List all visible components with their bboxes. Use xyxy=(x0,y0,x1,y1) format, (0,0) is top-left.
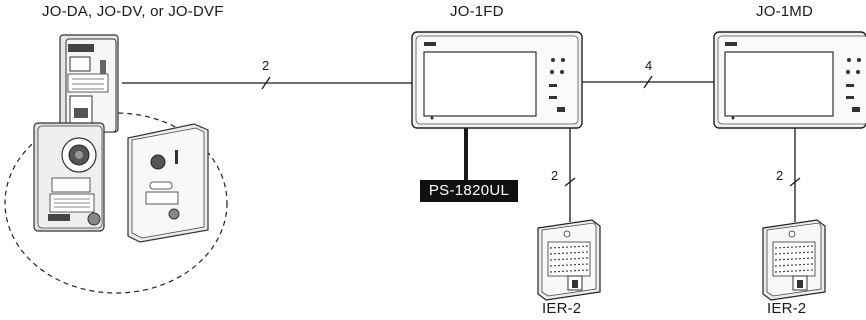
slash-master-to-sub xyxy=(643,75,653,89)
wire-count-door-to-master: 2 xyxy=(262,58,270,73)
speaker-station-icon xyxy=(537,219,601,301)
monitor-icon xyxy=(411,31,583,129)
slash-master-to-ier xyxy=(564,177,576,187)
door-station-round-icon xyxy=(33,122,105,232)
sub-monitor-label: JO-1MD xyxy=(756,3,814,20)
slash-door-to-master xyxy=(261,76,271,90)
door-station-icon xyxy=(59,34,119,133)
wire-count-master-to-ier: 2 xyxy=(551,168,559,183)
wire-count-sub-to-ier: 2 xyxy=(776,168,784,183)
wire-count-master-to-sub: 4 xyxy=(645,58,653,73)
connection-lines xyxy=(122,75,801,222)
alternatives-dashed-ellipse xyxy=(4,112,228,294)
slash-sub-to-ier xyxy=(789,177,801,187)
door-station-flush-icon xyxy=(127,123,209,243)
monitor-icon xyxy=(713,31,866,129)
ier-2-label-2: IER-2 xyxy=(767,300,807,317)
speaker-station-icon xyxy=(762,219,826,301)
door-stations-label: JO-DA, JO-DV, or JO-DVF xyxy=(42,3,224,20)
master-monitor-label: JO-1FD xyxy=(450,3,504,20)
ier-2-label-1: IER-2 xyxy=(542,300,582,317)
power-supply-badge: PS-1820UL xyxy=(420,180,518,202)
